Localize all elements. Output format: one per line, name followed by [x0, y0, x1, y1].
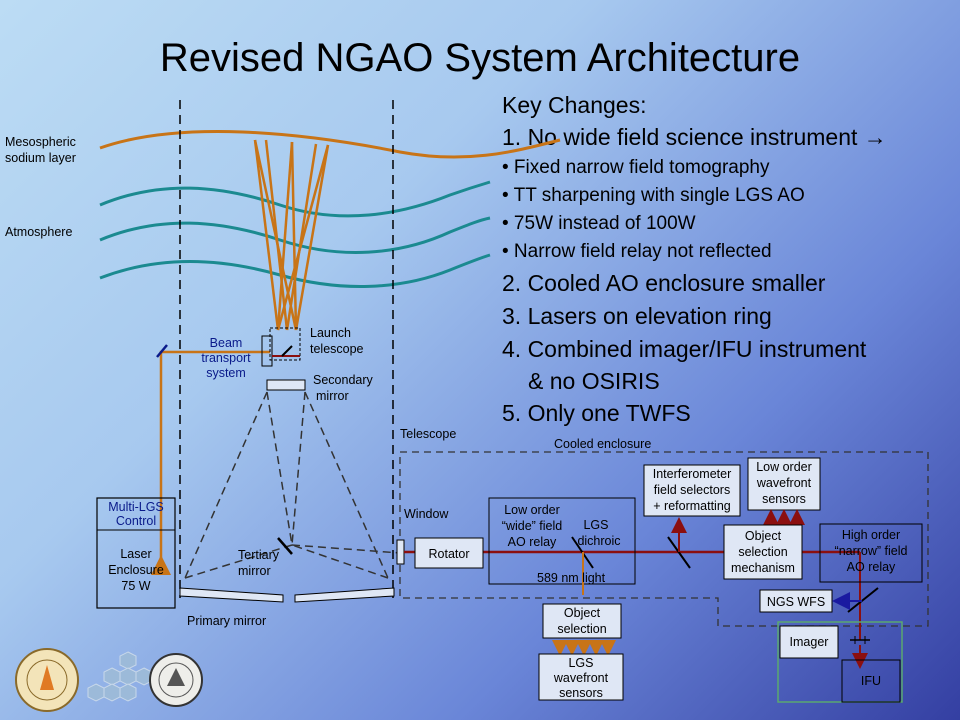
beam-transport-label-2: transport	[201, 351, 251, 365]
launch-telescope-label-1: Launch	[310, 326, 351, 340]
beam-transport-mirror	[156, 344, 168, 358]
beam-transport-label-1: Beam	[210, 336, 243, 350]
atmosphere-wave-1	[99, 180, 491, 218]
primary-mirror-label: Primary mirror	[187, 614, 266, 628]
low-order-wide-relay-label-1: Low order	[504, 503, 560, 517]
key-change-2: 2. Cooled AO enclosure smaller	[502, 270, 826, 296]
mesospheric-label-1: Mesospheric	[5, 135, 76, 149]
atmosphere-label: Atmosphere	[5, 225, 72, 239]
ifu-label: IFU	[861, 674, 881, 688]
beam-transport-label-3: system	[206, 366, 246, 380]
interferometer-label-2: field selectors	[654, 483, 730, 497]
interferometer-label-1: Interferometer	[653, 467, 732, 481]
high-order-narrow-relay-box	[819, 523, 923, 583]
laser-beams	[253, 139, 330, 331]
object-selection-box	[542, 603, 622, 639]
secondary-mirror-label-2: mirror	[316, 389, 349, 403]
tertiary-mirror-label-2: mirror	[238, 564, 271, 578]
multi-lgs-control-label-2: Control	[116, 514, 156, 528]
lgs-wfs-box	[538, 653, 624, 701]
multi-lgs-control-label-1: Multi-LGS	[108, 500, 164, 514]
primary-mirror-right	[294, 587, 395, 603]
object-selection-mechanism-label-2: selection	[738, 545, 787, 559]
cooled-enclosure-label: Cooled enclosure	[554, 437, 651, 451]
low-order-wfs-box	[747, 457, 821, 511]
low-order-wide-relay-label-2: “wide” field	[502, 519, 562, 533]
rotator-label: Rotator	[429, 547, 470, 561]
high-order-narrow-relay-label-2: “narrow” field	[835, 544, 908, 558]
key-change-1d: • Narrow field relay not reflected	[502, 241, 772, 262]
high-order-narrow-relay-label-3: AO relay	[847, 560, 896, 574]
secondary-mirror-label-1: Secondary	[313, 373, 374, 387]
tertiary-mirror	[277, 537, 293, 555]
lgs-dichroic-label-2: dichroic	[577, 534, 620, 548]
launch-telescope-label-2: telescope	[310, 342, 364, 356]
secondary-mirror	[266, 379, 306, 391]
cooled-enclosure-outline	[399, 451, 929, 627]
key-change-1: 1. No wide field science instrument →	[502, 124, 887, 150]
high-order-narrow-relay-label-1: High order	[842, 528, 900, 542]
lgs-wfs-label-3: sensors	[559, 686, 603, 700]
key-change-3: 3. Lasers on elevation ring	[502, 303, 772, 329]
launch-telescope-box	[269, 327, 301, 361]
laser-enclosure-label-1: Laser	[120, 547, 151, 561]
589nm-light-label: 589 nm light	[537, 571, 606, 585]
light-cone	[184, 391, 401, 579]
sodium-layer-wave	[99, 130, 561, 159]
key-change-5: 5. Only one TWFS	[502, 400, 691, 426]
lgs-wfs-label-2: wavefront	[553, 671, 609, 685]
low-order-wide-relay-box	[488, 497, 636, 585]
fold-mirror-2	[667, 536, 691, 569]
key-changes-heading: Key Changes:	[502, 92, 647, 118]
laser-enclosure-label-2: Enclosure	[108, 563, 164, 577]
caltech-logo	[15, 648, 79, 712]
atmosphere-wave-3	[99, 253, 491, 288]
key-change-4: 4. Combined imager/IFU instrument	[502, 336, 867, 362]
beam-transport-path	[151, 350, 270, 575]
slide-title: Revised NGAO System Architecture	[159, 36, 801, 80]
key-change-1b: • TT sharpening with single LGS AO	[502, 185, 805, 206]
window-label: Window	[404, 507, 449, 521]
primary-mirror-left	[179, 587, 284, 603]
ngs-wfs-label: NGS WFS	[767, 595, 825, 609]
low-order-wide-relay-label-3: AO relay	[508, 535, 557, 549]
laser-enclosure-box	[96, 497, 176, 609]
tertiary-mirror-label-1: Tertiary	[238, 548, 280, 562]
low-order-wfs-label-1: Low order	[756, 460, 812, 474]
key-change-1a: • Fixed narrow field tomography	[502, 157, 770, 178]
lgs-dichroic-label-1: LGS	[583, 518, 608, 532]
object-selection-mechanism-box	[723, 524, 803, 580]
object-selection-label-1: Object	[564, 606, 601, 620]
imager-box	[779, 625, 839, 659]
object-selection-label-2: selection	[557, 622, 606, 636]
object-selection-mechanism-label-1: Object	[745, 529, 782, 543]
keck-mirror-logo	[87, 651, 153, 702]
key-change-4-cont: & no OSIRIS	[528, 368, 660, 394]
lgs-wfs-label-1: LGS	[568, 656, 593, 670]
instrument-enclosure	[777, 621, 903, 703]
imager-label: Imager	[790, 635, 829, 649]
key-change-1c: • 75W instead of 100W	[502, 213, 696, 234]
laser-enclosure-label-3: 75 W	[121, 579, 150, 593]
beam-transport-box	[261, 335, 273, 367]
uc-seal-logo	[149, 653, 203, 707]
ifu-box	[841, 659, 901, 703]
mesospheric-label-2: sodium layer	[5, 151, 76, 165]
atmosphere-wave-2	[99, 216, 491, 254]
rotator-box	[414, 537, 484, 569]
window-element	[396, 539, 405, 565]
interferometer-label-3: + reformatting	[653, 499, 731, 513]
low-order-wfs-label-2: wavefront	[756, 476, 812, 490]
object-selection-mechanism-label-3: mechanism	[731, 561, 795, 575]
low-order-wfs-label-3: sensors	[762, 492, 806, 506]
telescope-label: Telescope	[400, 427, 456, 441]
interferometer-box	[643, 464, 741, 517]
